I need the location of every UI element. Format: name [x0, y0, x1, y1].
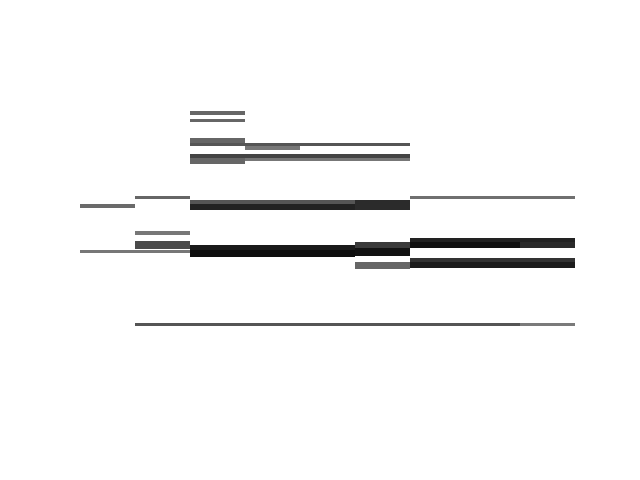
stripe: [135, 196, 190, 199]
stripe: [190, 111, 245, 115]
stripe: [355, 242, 410, 248]
stripe: [520, 323, 575, 326]
stripe: [410, 258, 575, 262]
stripe: [355, 200, 410, 210]
stripe: [410, 262, 575, 268]
stripe: [355, 262, 410, 269]
stripe: [355, 248, 410, 256]
stripe: [190, 200, 410, 204]
stripe: [410, 242, 575, 248]
stripe: [190, 204, 410, 210]
stripe: [190, 154, 410, 158]
stripe: [80, 250, 190, 253]
stripe: [135, 231, 190, 235]
stripe: [135, 241, 190, 249]
stripe: [410, 196, 575, 199]
stripe: [190, 250, 355, 257]
stripe: [245, 146, 300, 150]
stripe: [190, 143, 410, 146]
stripe: [190, 138, 245, 143]
stripe: [80, 204, 135, 208]
stripe: [190, 158, 245, 164]
stripe: [190, 119, 245, 122]
stripe: [520, 242, 575, 248]
stripe: [410, 238, 575, 242]
stripe: [135, 323, 520, 326]
stripe: [190, 245, 355, 250]
stripe: [245, 158, 410, 161]
